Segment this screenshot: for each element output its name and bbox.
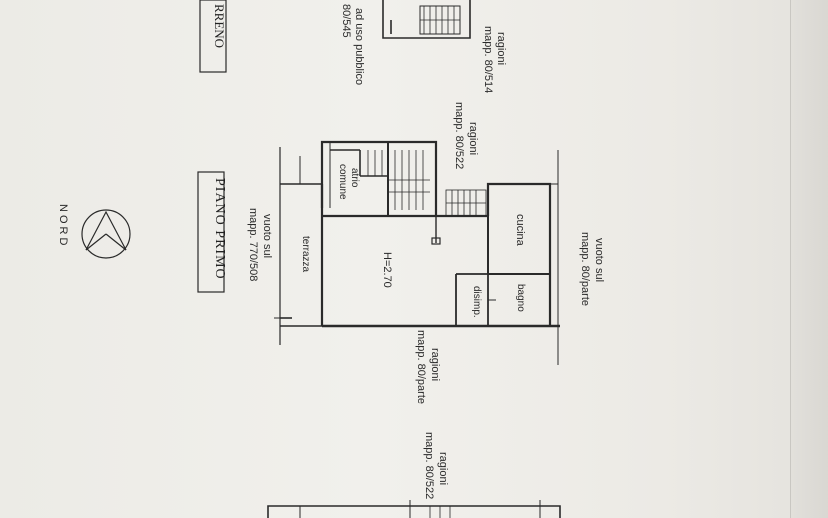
label-mapp-top: mapp. 80/514: [482, 26, 494, 93]
floor-title: PIANO PRIMO: [212, 178, 227, 280]
north-arrow-icon: [81, 209, 131, 259]
label-ragioni-low: ragioni: [429, 348, 441, 381]
label-cucina: cucina: [514, 214, 526, 247]
main-floor-plan: [274, 140, 560, 365]
label-uso-pubblico-mapp: 80/545: [340, 4, 352, 38]
label-ragioni-bottom: ragioni: [437, 452, 449, 485]
label-mapp-low: mapp. 80/parte: [415, 330, 427, 404]
floor-title-top: RRENO: [212, 4, 227, 48]
label-vuoto-right-mapp: mapp. 80/parte: [579, 232, 591, 306]
label-terrazza: terrazza: [300, 236, 311, 273]
north-label: NORD: [57, 204, 69, 248]
paper-edge: [790, 0, 828, 518]
label-vuoto-right: vuoto sul: [593, 238, 605, 282]
lower-plan-fragment: [267, 500, 561, 518]
label-mapp-bottom: mapp. 80/522: [423, 432, 435, 499]
label-ragioni-mid: ragioni: [467, 122, 479, 155]
label-height: H=2.70: [381, 252, 393, 288]
label-atrio: atrio: [349, 168, 360, 188]
floor-title-box: [197, 171, 225, 293]
label-vuoto-left-mapp: mapp. 770/508: [247, 208, 259, 281]
label-bagno: bagno: [515, 284, 526, 312]
label-atrio-comune: comune: [337, 164, 348, 200]
label-disimp: disimp.: [471, 286, 482, 318]
label-mapp-mid: mapp. 80/522: [453, 102, 465, 169]
label-uso-pubblico: ad uso pubblico: [353, 8, 365, 85]
floor-title-box-top: [199, 0, 227, 73]
upper-plan-fragment: [382, 0, 471, 39]
label-ragioni-top: ragioni: [495, 32, 507, 65]
label-vuoto-left: vuoto sul: [261, 214, 273, 258]
